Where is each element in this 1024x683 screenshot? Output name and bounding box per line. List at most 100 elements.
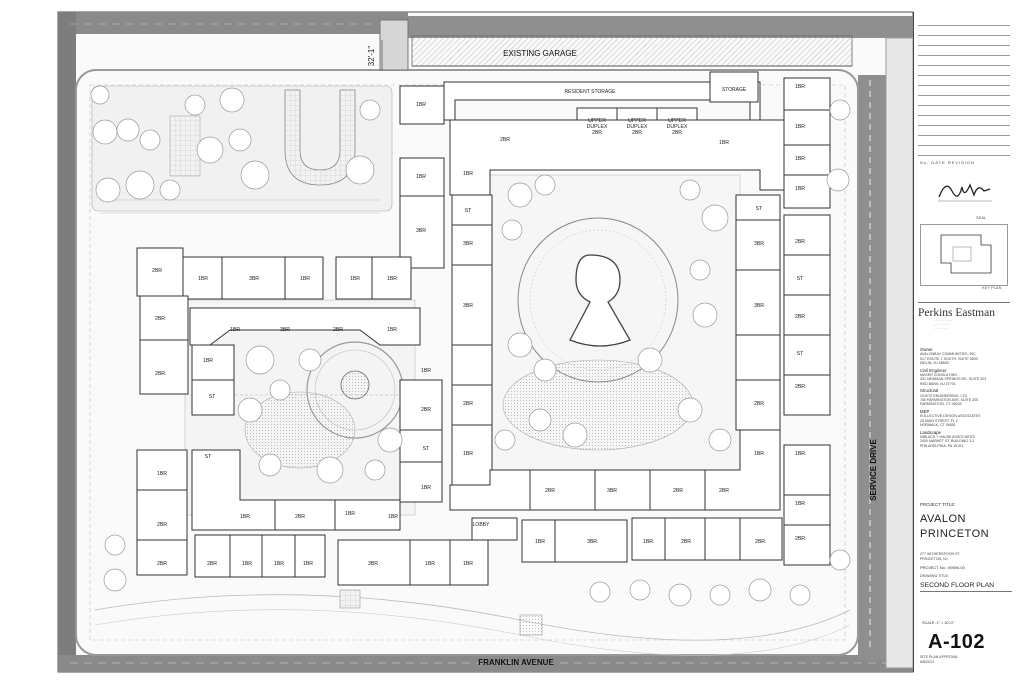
unit-label-st: ST (756, 206, 763, 212)
unit-label-br3: 3BR (463, 303, 473, 309)
issue-note: SITE PLAN APPROVAL 6/8/2012 (920, 655, 958, 664)
consultant-role: Landscape (920, 429, 942, 435)
consultant-role: Civil Engineer (920, 367, 947, 373)
unit-label-br1: 1BR (463, 171, 473, 177)
drawing-title-label: DRAWING TITLE: (920, 574, 949, 578)
consultant-line: 517 ROUTE 1 SOUTH, SUITE 5500 (920, 356, 978, 361)
storage-label: STORAGE (722, 87, 747, 93)
title-block: No. DATE REVISION SEAL KEY PLAN Perkins … (913, 12, 1014, 672)
firm-address-block: · · · · · · · · ·· · · · · · · ·· · · · … (934, 319, 953, 331)
consultant-line: PHILADELPHIA, PA 19103 (920, 443, 964, 448)
architect-signature (938, 183, 992, 202)
seal-label: SEAL (976, 215, 987, 220)
consultant-line: NIBLACK + HALBE ASSOCIATES (920, 434, 975, 439)
unit-label-br1: 1BR (345, 511, 355, 517)
franklin-avenue-label: FRANKLIN AVENUE (478, 658, 554, 667)
project-name: AVALON PRINCETON (920, 512, 1012, 542)
consultant-line: NORWALK, CT 06851 (920, 423, 956, 428)
consultant-line: 331 NEWMAN SPRINGS RD, SUITE 203 (920, 377, 987, 382)
key-plan-diagram (920, 224, 1008, 286)
landscape-trees (90, 85, 851, 607)
unit-label-br1: 1BR (795, 156, 805, 162)
consultant-line: RED BANK, NJ 07701 (920, 381, 956, 386)
revision-headers: No. DATE REVISION (920, 160, 975, 165)
consultant-role: Owner (920, 347, 933, 352)
unit-label-upper-duplex: DUPLEX (667, 124, 688, 130)
unit-label-br1: 1BR (416, 174, 426, 180)
unit-label-br1: 1BR (795, 124, 805, 130)
svg-text:32'-1": 32'-1" (367, 46, 376, 67)
unit-label-br2: 2BR (295, 514, 305, 520)
unit-label-br3: 3BR (463, 241, 473, 247)
street-east-service-drive (858, 75, 886, 660)
street-north-west (58, 12, 408, 34)
dimension-label: 32'-1" (367, 46, 376, 67)
existing-garage (411, 35, 853, 67)
scale-note: SCALE: 1" = 30'-0" (922, 621, 955, 625)
existing-garage-label: EXISTING GARAGE (503, 49, 577, 58)
lobby-label: LOBBY (473, 522, 490, 528)
unit-label-upper-duplex: UPPER (588, 118, 606, 124)
unit-label-upper-duplex: 2BR (672, 130, 682, 136)
consultant-line: 25 MAIN STREET, FL 2 (920, 418, 958, 423)
project-address-line2: PRINCETON, NJ (920, 556, 948, 561)
project-address: 277 WITHERSPOON ST PRINCETON, NJ (920, 552, 960, 561)
unit-label-br2: 2BR (155, 316, 165, 322)
issue-line2: 6/8/2012 (920, 659, 934, 664)
unit-label-st: ST (423, 446, 430, 452)
unit-label-br2: 2BR (795, 314, 805, 320)
unit-label-br3: 3BR (416, 228, 426, 234)
unit-label-br2: 2BR (681, 539, 691, 545)
unit-label-br2: 2BR (795, 536, 805, 542)
unit-label-br3: 3BR (280, 327, 290, 333)
unit-label-br1: 1BR (463, 561, 473, 567)
unit-label-st: ST (797, 276, 804, 282)
unit-label-br2: 2BR (755, 539, 765, 545)
unit-label-upper-duplex: 2BR (592, 130, 602, 136)
unit-label-br3: 3BR (368, 561, 378, 567)
unit-label-br1: 1BR (157, 471, 167, 477)
unit-label-br2: 2BR (795, 239, 805, 245)
resident-storage-label: RESIDENT STORAGE (565, 89, 617, 95)
unit-label-br1: 1BR (719, 140, 729, 146)
service-drive-label: SERVICE DRIVE (869, 439, 878, 501)
unit-label-br1: 1BR (240, 514, 250, 520)
consultant-line: MASER CONSULTING (920, 373, 958, 378)
consultant-role: MEP (920, 408, 930, 414)
unit-label-br1: 1BR (198, 276, 208, 282)
unit-labels: 1BR 1BR 3BR 2BR 1BR 1BR ST 3BR 3BR 2BR 1BR ST 3BR 3BR… (152, 84, 805, 567)
unit-label-br1: 1BR (754, 451, 764, 457)
unit-label-br1: 1BR (242, 561, 252, 567)
unit-label-br1: 1BR (230, 327, 240, 333)
street-west (58, 12, 76, 672)
project-title-label: PROJECT TITLE: (920, 502, 956, 507)
project-name-line1: AVALON (920, 513, 966, 525)
consultant-line: AVALONBAY COMMUNITIES, INC. (920, 352, 977, 357)
unit-label-br1: 1BR (303, 561, 313, 567)
unit-label-br2: 2BR (754, 401, 764, 407)
project-number: PROJECT No.: 69590.00 (920, 565, 965, 570)
unit-label-upper-duplex: DUPLEX (627, 124, 648, 130)
unit-label-br2: 2BR (155, 371, 165, 377)
consultant-line: 780 FARMINGTON AVE, SUITE 200 (920, 398, 979, 403)
unit-label-br2: 2BR (207, 561, 217, 567)
unit-label-br1: 1BR (350, 276, 360, 282)
firm-name: Perkins Eastman (918, 302, 1010, 319)
unit-label-br2: 2BR (421, 407, 431, 413)
sheet-number: A-102 (928, 631, 985, 653)
unit-label-br1: 1BR (643, 539, 653, 545)
unit-label-upper-duplex: DUPLEX (587, 124, 608, 130)
consultant-line: 2400 MARKET ST, BUILDING 3-2 (920, 439, 975, 444)
unit-label-st: ST (205, 454, 212, 460)
key-plan-label: KEY PLAN (982, 285, 1002, 290)
unit-label-upper-duplex: UPPER (668, 118, 686, 124)
issue-line1: SITE PLAN APPROVAL (920, 655, 959, 659)
street-north (408, 16, 913, 38)
unit-label-st: ST (465, 208, 472, 214)
unit-label-upper-duplex: 2BR (632, 130, 642, 136)
consultant-line: FARMINGTON, CT 06032 (920, 402, 962, 407)
unit-label-br2: 2BR (795, 384, 805, 390)
unit-label-br1: 1BR (388, 514, 398, 520)
consultant-line: KOLLECTIVE DESIGN ASSOCIATES (920, 414, 981, 419)
